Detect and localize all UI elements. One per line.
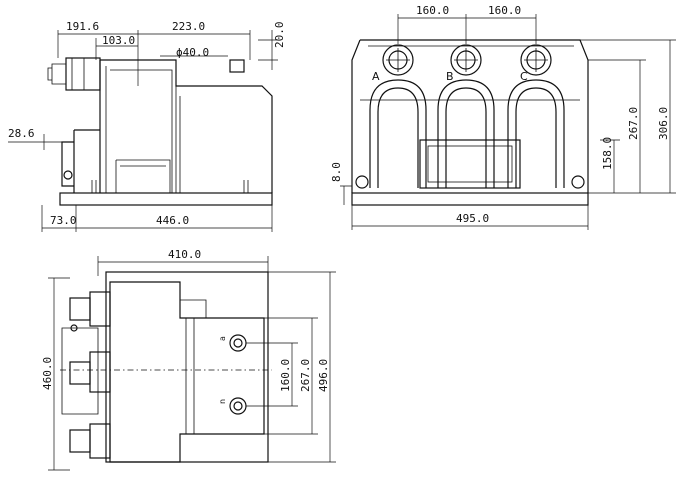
dim-103: 103.0 — [102, 34, 135, 47]
side-dim-495-line — [351, 205, 589, 230]
terminal-a — [229, 334, 247, 352]
dim-160-ab: 160.0 — [416, 4, 449, 17]
dim-160-bc: 160.0 — [488, 4, 521, 17]
top-dim-267-line — [264, 317, 318, 435]
dim-158: 158.0 — [601, 137, 614, 170]
front-left-bushing-ribs — [71, 58, 85, 90]
dim-191-6: 191.6 — [66, 20, 99, 33]
top-left-bolt — [70, 324, 78, 332]
dim-496: 496.0 — [317, 359, 330, 392]
side-dim-spacing-lines — [397, 14, 537, 44]
dim-495: 495.0 — [456, 212, 489, 225]
side-bushing-c — [520, 44, 552, 76]
top-body-inner — [180, 299, 207, 434]
front-body-inner — [105, 66, 181, 193]
side-body-outline — [351, 39, 589, 193]
side-dim-8-line — [340, 185, 352, 205]
side-lug-right — [571, 175, 585, 189]
dim-8: 8.0 — [330, 162, 343, 182]
dim-73: 73.0 — [50, 214, 77, 227]
front-dim-28-6-line — [8, 134, 62, 150]
side-view: A B C 160.0 160.0 8.0 158.0 267.0 306.0 … — [330, 4, 676, 230]
front-top-terminal — [229, 59, 245, 73]
top-bushing-lower — [69, 423, 111, 459]
front-dim-20-line — [258, 30, 278, 70]
front-left-box — [61, 129, 100, 193]
side-dim-267-line — [588, 59, 646, 193]
top-view: a n 410.0 460.0 160.0 267.0 496.0 — [41, 248, 336, 471]
terminal-a-inner — [233, 338, 243, 348]
side-terminal-box-inner — [427, 145, 513, 183]
dim-28-6: 28.6 — [8, 127, 35, 140]
terminal-n — [229, 397, 247, 415]
dim-446: 446.0 — [156, 214, 189, 227]
side-bushing-a — [382, 44, 414, 76]
top-dim-460-line — [48, 277, 70, 471]
dim-460: 460.0 — [41, 357, 54, 390]
front-dim-base-line — [41, 205, 273, 232]
top-left-frame — [61, 327, 99, 415]
front-studs — [91, 180, 249, 193]
top-dim-496-line — [268, 271, 336, 463]
phase-label-b: B — [446, 70, 454, 83]
front-body-outline — [99, 59, 273, 193]
front-recess — [115, 159, 171, 193]
phase-label-a: A — [372, 70, 380, 83]
front-dim-103-line — [95, 38, 138, 60]
top-dim-160-line — [246, 342, 298, 407]
side-dim-158-line — [600, 139, 620, 193]
side-coil-c — [507, 79, 565, 188]
terminal-label-a: a — [218, 336, 227, 341]
dim-267-top: 267.0 — [299, 359, 312, 392]
dim-phi-40: ϕ40.0 — [176, 46, 209, 59]
front-left-bolt — [63, 170, 73, 180]
terminal-n-inner — [233, 401, 243, 411]
top-body-outline — [109, 281, 265, 463]
side-terminal-box — [419, 139, 521, 189]
front-view: 191.6 223.0 103.0 ϕ40.0 20.0 28.6 73.0 4… — [8, 20, 286, 232]
side-base-plate — [351, 192, 589, 206]
side-coil-b — [437, 79, 495, 188]
front-base-plate — [59, 192, 273, 206]
side-body-inner — [360, 45, 580, 101]
side-coil-a — [369, 79, 427, 188]
top-base-outline — [105, 271, 269, 463]
side-dim-306-line — [580, 39, 676, 194]
front-left-bushing — [65, 57, 101, 91]
dim-20: 20.0 — [273, 22, 286, 49]
top-bushing-upper — [69, 291, 111, 327]
terminal-label-n: n — [218, 399, 227, 404]
dim-306: 306.0 — [657, 107, 670, 140]
side-lug-left — [355, 175, 369, 189]
front-left-terminal — [47, 63, 67, 85]
dim-223: 223.0 — [172, 20, 205, 33]
phase-label-c: C — [520, 70, 528, 83]
dim-160-terminals: 160.0 — [279, 359, 292, 392]
top-bushing-middle — [69, 351, 111, 393]
side-bushing-b — [450, 44, 482, 76]
dim-410: 410.0 — [168, 248, 201, 261]
top-dim-410-line — [97, 256, 269, 276]
dim-267: 267.0 — [627, 107, 640, 140]
front-dim-lines-top — [57, 30, 251, 86]
